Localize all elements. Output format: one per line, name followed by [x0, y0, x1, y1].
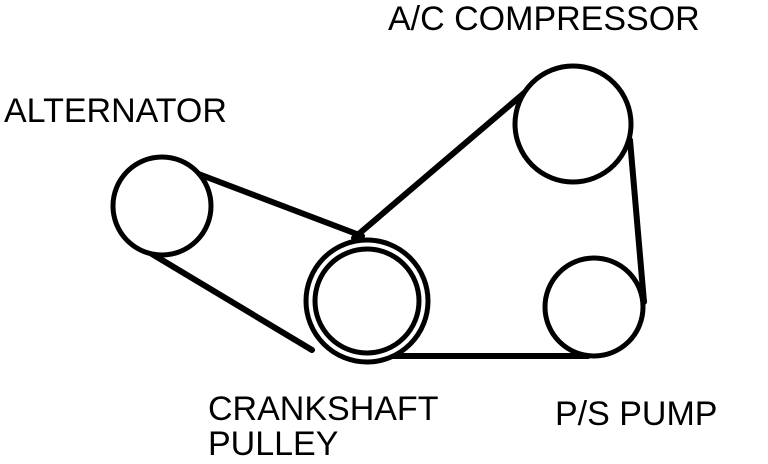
- ps-pump-pulley: [542, 255, 646, 359]
- crankshaft-pulley-outer-ring: [303, 237, 431, 365]
- crankshaft-label-line-1: CRANKSHAFT: [208, 390, 439, 428]
- belt-ac-to-ps: [627, 137, 647, 305]
- alternator-pulley: [110, 154, 214, 258]
- crankshaft-label-line-2: PULLEY: [208, 424, 339, 463]
- belt-alternator-bottom-to-crank: [149, 251, 315, 353]
- ac-compressor-pulley: [512, 63, 634, 185]
- crankshaft-pulley: [303, 237, 431, 365]
- drive-belt: [149, 85, 647, 359]
- ac-compressor-label: A/C COMPRESSOR: [388, 0, 700, 38]
- crankshaft-pulley-inner-ring: [312, 246, 422, 356]
- crankshaft-pulley-label: CRANKSHAFT PULLEY: [208, 392, 438, 461]
- belt-alternator-top-to-crank: [185, 167, 365, 239]
- alternator-label: ALTERNATOR: [4, 92, 227, 130]
- ps-pump-label: P/S PUMP: [555, 395, 718, 433]
- belt-crank-to-ac: [351, 85, 533, 241]
